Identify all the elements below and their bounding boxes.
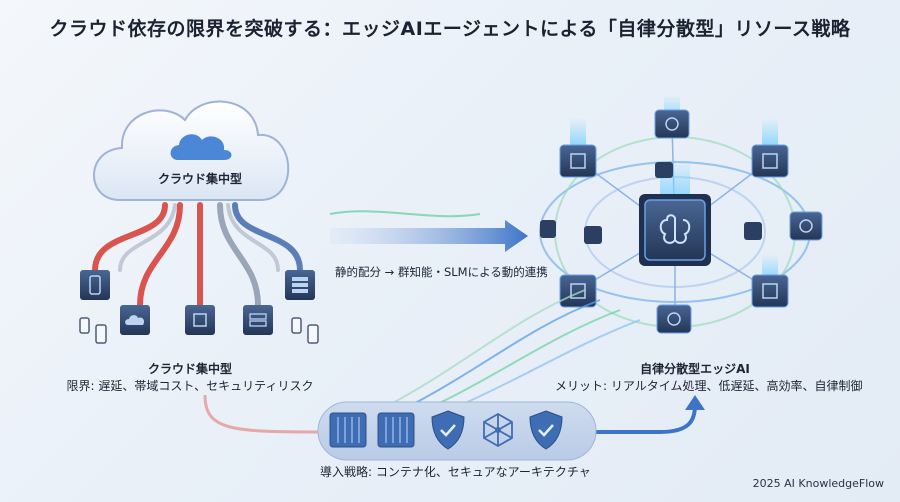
cloud-chip-icon: [120, 305, 150, 335]
right-caption-text: メリット: リアルタイム処理、低遅延、高効率、自律制御: [555, 379, 863, 393]
cloud-shape: [93, 100, 290, 201]
network-icon: [744, 222, 762, 240]
satellite-chip: [751, 144, 789, 178]
satellite-chip: [656, 304, 692, 334]
phone-chip-icon: [80, 270, 110, 300]
page-title: クラウド依存の限界を突破する：エッジAIエージェントによる「自律分散型」リソース…: [49, 18, 851, 40]
phone-device-icon: [95, 324, 107, 344]
processor-icon: [570, 153, 586, 169]
gear-icon: [665, 117, 679, 131]
transition-label: 静的配分 → 群知能・SLMによる動的連携: [335, 265, 548, 279]
processor-icon: [762, 283, 778, 299]
brain-icon: [659, 214, 691, 244]
shield-check-icon: [431, 410, 465, 450]
right-caption-title: 自律分散型エッジAI: [640, 362, 750, 376]
bottom-caption: 導入戦略: コンテナ化、セキュアなアーキテクチャ: [320, 465, 591, 479]
network-node-icon: [483, 412, 513, 448]
transition-arrow: [329, 210, 528, 252]
arrow-head-icon: [685, 395, 705, 410]
credit-text: 2025 AI KnowledgeFlow: [752, 477, 884, 490]
left-caption-text: 限界: 遅延、帯域コスト、セキュリティリスク: [66, 379, 314, 393]
users-icon: [655, 162, 673, 178]
cloud-centric-group: [79, 100, 319, 344]
processor-chip-icon: [185, 305, 215, 335]
bug-icon: [667, 312, 681, 326]
cloud-icon: [170, 134, 232, 160]
left-caption-title: クラウド集中型: [147, 362, 232, 376]
cube-icon: [762, 153, 778, 169]
phone-device-icon: [79, 317, 90, 334]
phone-device-icon: [307, 324, 319, 344]
rack-chip-icon: [285, 270, 315, 300]
edge-network-group: [539, 95, 823, 334]
satellite-chip: [559, 274, 597, 308]
small-icon-tiles: [540, 162, 762, 244]
container-icon: [329, 412, 367, 448]
deployment-pipeline: [203, 394, 705, 461]
tool-icon: [584, 226, 602, 244]
sync-icon: [799, 219, 813, 233]
database-icon: [540, 220, 556, 238]
satellite-chip: [789, 211, 823, 241]
satellite-chip: [654, 109, 690, 139]
container-icon: [377, 412, 415, 448]
end-devices: [79, 317, 319, 344]
central-ai-chip: [639, 194, 711, 266]
server-chip-icon: [243, 305, 273, 335]
cloud-label: クラウド集中型: [157, 172, 242, 186]
shield-check-icon: [529, 410, 563, 450]
satellite-chip: [751, 274, 789, 308]
left-chip-row: [80, 270, 315, 335]
satellite-chip: [559, 144, 597, 178]
phone-device-icon: [291, 317, 302, 334]
cloud-cables: [92, 202, 303, 308]
